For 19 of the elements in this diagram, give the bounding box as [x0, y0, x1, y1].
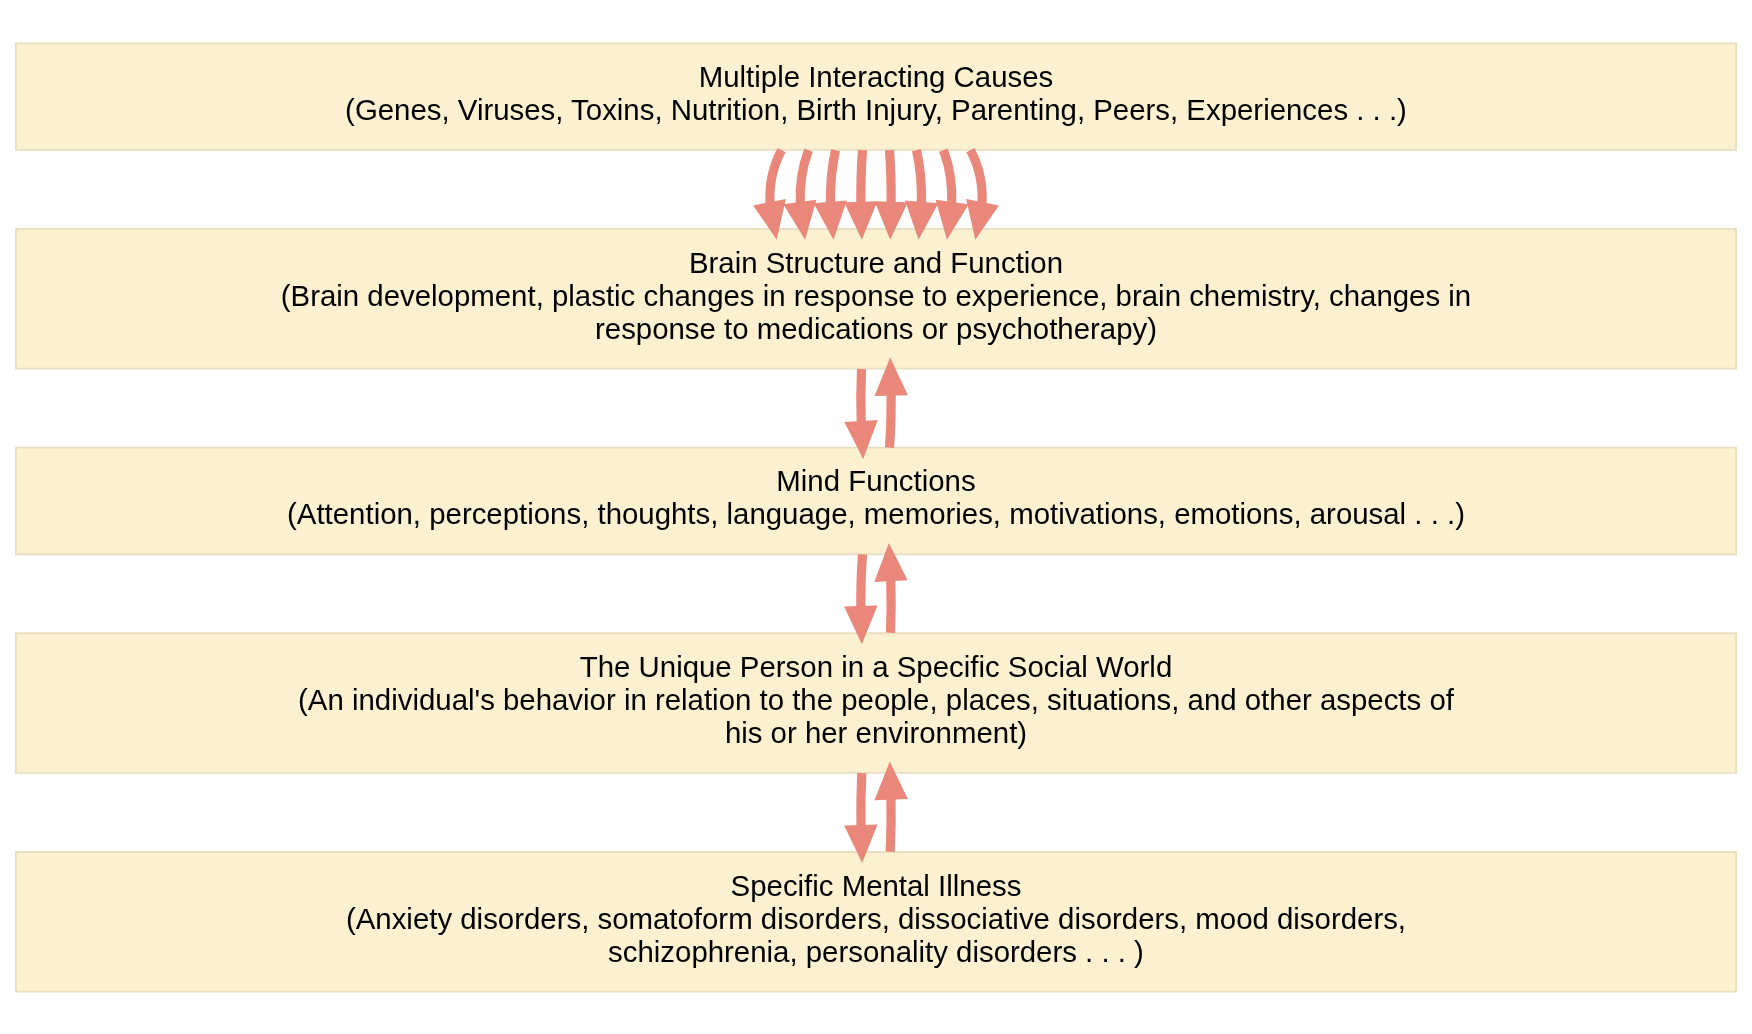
arrow — [935, 148, 969, 240]
arrow — [905, 148, 939, 240]
arrow — [844, 149, 878, 240]
arrow — [844, 553, 878, 644]
node-box: Specific Mental Illness (Anxiety disorders, somatoform disorders, dissociative disorders, mood disorders, schizophrenia, personality disorders . . . ) — [15, 850, 1737, 993]
arrow — [783, 148, 817, 240]
node-box: Mind Functions (Attention, perceptions, thoughts, language, memories, motivations, emotions, arousal . . .) — [15, 446, 1737, 555]
arrow — [874, 149, 908, 240]
arrow — [844, 772, 878, 863]
node-box: The Unique Person in a Specific Social World (An individual's behavior in relation to the people, places, situations, and other aspects of his or her environment) — [15, 631, 1737, 774]
arrow — [874, 761, 908, 852]
arrow — [874, 542, 908, 633]
node-box: Multiple Interacting Causes (Genes, Viruses, Toxins, Nutrition, Birth Injury, Parenting, Peers, Experiences . . .) — [15, 41, 1737, 151]
arrow — [844, 368, 878, 459]
node-box: Brain Structure and Function (Brain development, plastic changes in response to experience, brain chemistry, changes in response to medications or psychotherapy) — [15, 227, 1737, 370]
arrow — [753, 147, 786, 240]
arrow — [813, 148, 847, 240]
arrow — [874, 357, 908, 448]
arrow — [966, 147, 999, 240]
